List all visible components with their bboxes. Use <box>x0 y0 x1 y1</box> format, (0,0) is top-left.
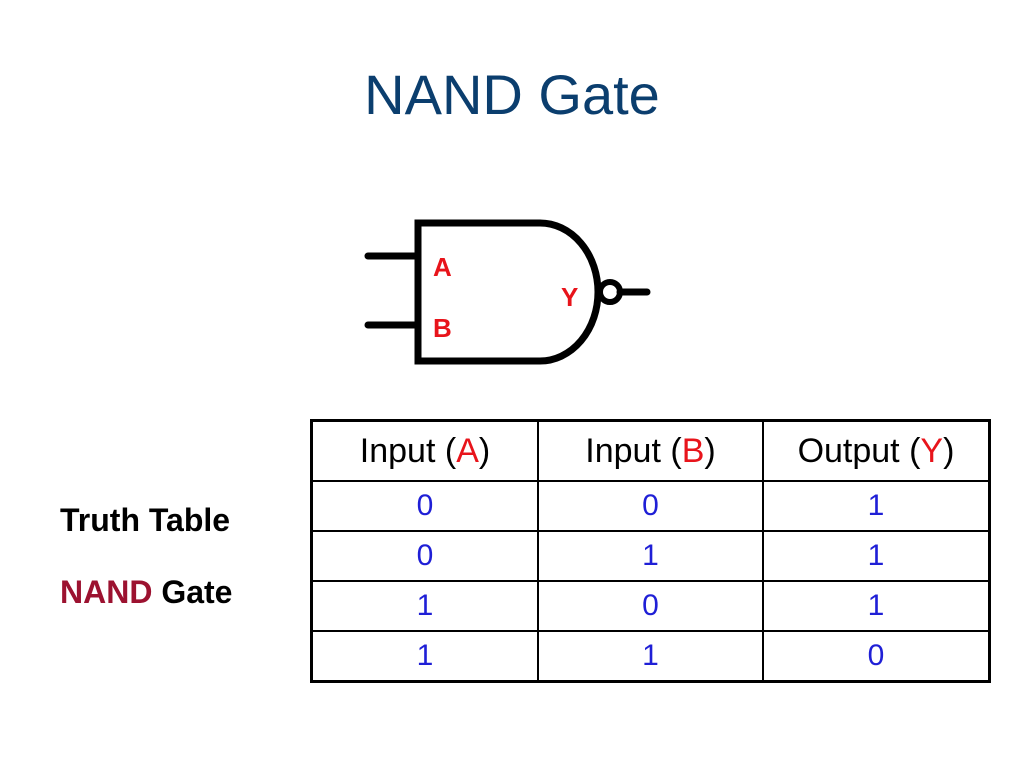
cell-a: 0 <box>310 480 539 532</box>
truth-table-caption: Truth Table <box>60 502 231 538</box>
header-var-a: A <box>456 431 479 470</box>
cell-b: 1 <box>537 530 764 582</box>
header-var-y: Y <box>920 431 944 470</box>
truth-table: Input (A) Input (B) Output (Y) 0 0 1 0 1… <box>310 419 991 683</box>
header-output-y: Output (Y) <box>762 419 991 482</box>
cell-a: 1 <box>310 630 539 683</box>
gate-caption-word: Gate <box>161 574 233 610</box>
cell-b: 1 <box>537 630 764 683</box>
nand-gate-symbol: A B Y <box>364 219 651 365</box>
input-b-label: B <box>433 313 452 343</box>
cell-a: 1 <box>310 580 539 632</box>
cell-a: 0 <box>310 530 539 582</box>
nand-caption-accent: NAND <box>60 574 153 610</box>
header-input-b: Input (B) <box>537 419 764 482</box>
cell-y: 1 <box>762 580 991 632</box>
nand-gate-caption: NAND Gate <box>60 572 290 612</box>
table-row: 0 0 1 <box>310 480 991 532</box>
table-row: 0 1 1 <box>310 530 991 582</box>
input-a-label: A <box>433 252 452 282</box>
cell-b: 0 <box>537 580 764 632</box>
table-row: 1 0 1 <box>310 580 991 632</box>
cell-y: 1 <box>762 480 991 532</box>
output-y-label: Y <box>561 282 578 312</box>
header-var-b: B <box>681 431 705 470</box>
header-input-a: Input (A) <box>310 419 539 482</box>
cell-b: 0 <box>537 480 764 532</box>
cell-y: 0 <box>762 630 991 683</box>
table-row: 1 1 0 <box>310 630 991 683</box>
slide-title: NAND Gate <box>364 63 660 126</box>
cell-y: 1 <box>762 530 991 582</box>
table-header-row: Input (A) Input (B) Output (Y) <box>310 419 991 482</box>
